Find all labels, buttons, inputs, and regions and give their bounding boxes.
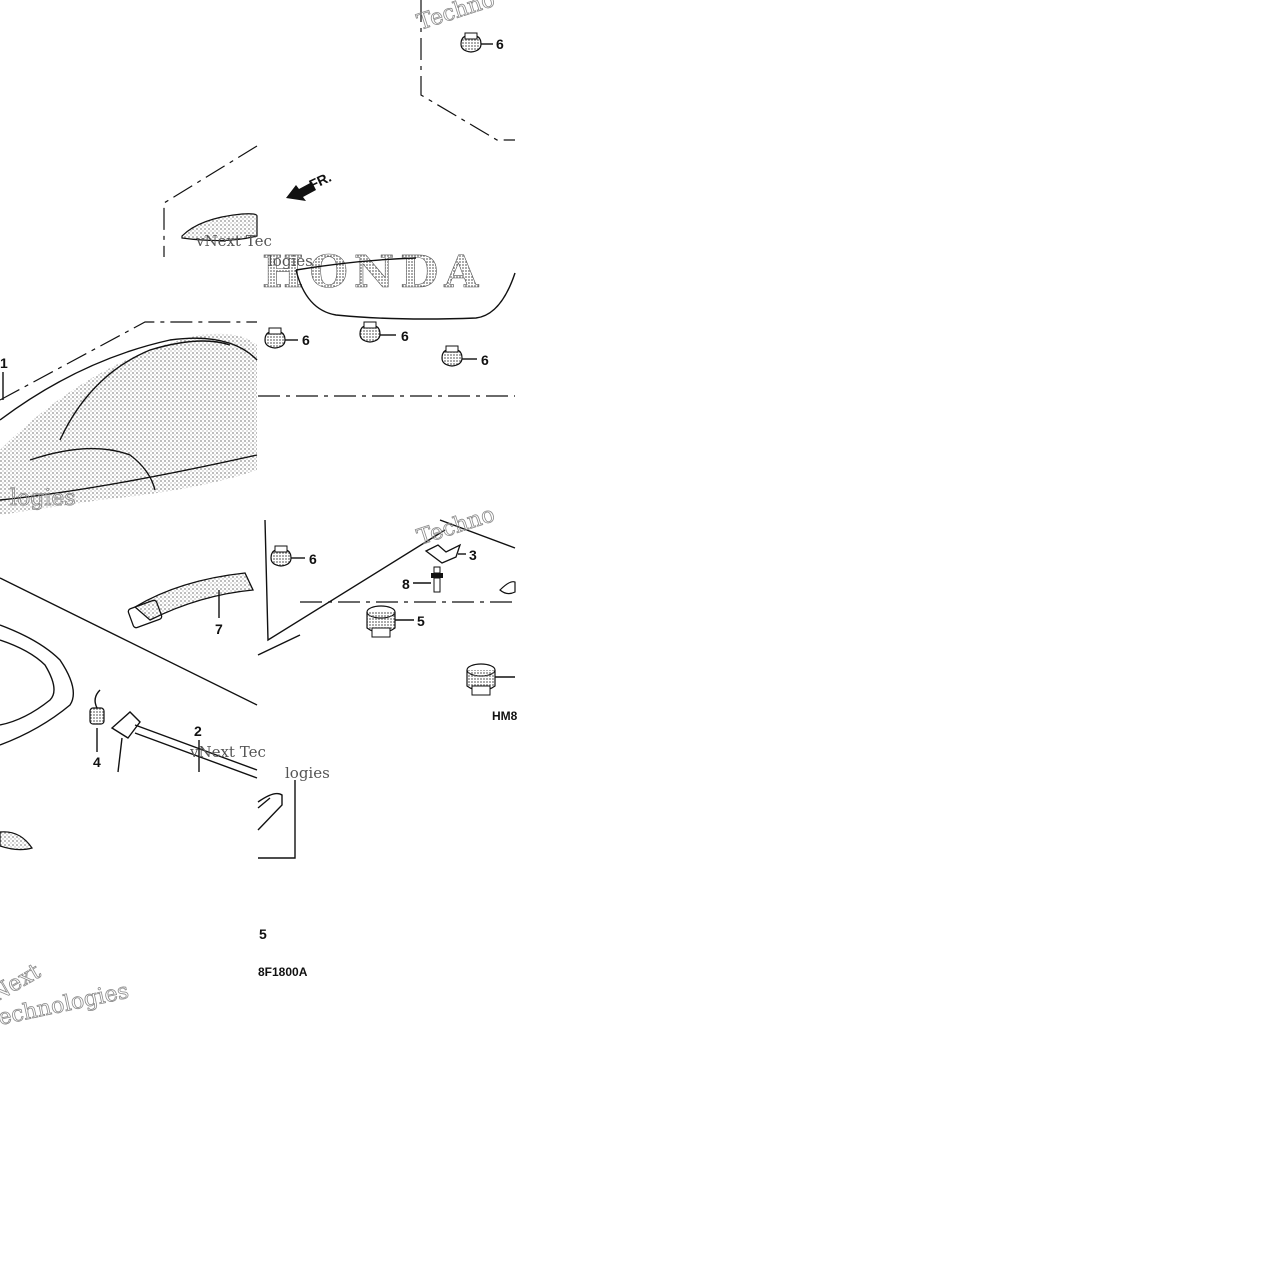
seat-edge [0, 454, 258, 501]
watermark-text: logies [268, 252, 313, 270]
tile-lower-right: Techno 6 3 8 5 [257, 502, 518, 723]
tile-middle-left: 1 logies [0, 321, 258, 515]
callout-7: 7 [215, 621, 223, 637]
callout-6-mid-a: 6 [302, 332, 310, 348]
seat-lock-cable [257, 797, 271, 809]
grab-strap [127, 572, 254, 629]
callout-5-bottom: 5 [259, 926, 267, 942]
callout-5-lower: 5 [417, 613, 425, 629]
callout-6-mid-b: 6 [401, 328, 409, 344]
watermark-text: logies [285, 764, 330, 782]
seat-base-outline [0, 624, 74, 746]
seat-wing-decal [0, 333, 257, 515]
tile-top-right: 6 Techno FR. [286, 0, 515, 201]
frame-outline-left [163, 145, 258, 257]
seat-front-edge [181, 213, 258, 242]
tile-middle-right: HONDA logies 6 6 6 [258, 247, 516, 397]
frame-outline [257, 634, 301, 656]
callout-3: 3 [469, 547, 477, 563]
frame-outline [420, 0, 515, 141]
drawing-code-fragment: HM8 [492, 709, 518, 723]
callout-4: 4 [93, 754, 101, 770]
seat-contour [29, 447, 156, 491]
frame-outline [264, 519, 446, 642]
seat-outline [295, 269, 516, 320]
tile-lower-left: 7 4 2 vNext Tec [0, 572, 266, 779]
tile-seam [258, 0, 259, 1]
seat-outline [0, 337, 258, 421]
callout-1: 1 [0, 355, 8, 371]
watermark-text: Techno [414, 0, 498, 36]
callout-6-lower: 6 [309, 551, 317, 567]
rubber-cushion [270, 545, 292, 567]
callout-6-mid-c: 6 [481, 352, 489, 368]
seat-lock-rod [110, 711, 258, 779]
callout-6-top: 6 [496, 36, 504, 52]
bolt [431, 566, 443, 593]
watermark-text: vNext Tec [189, 743, 266, 761]
seat-contour [59, 340, 231, 441]
tile-bottom-right: logies 5 8F1800A [257, 764, 330, 979]
seat-decal-honda: HONDA [262, 247, 484, 298]
front-direction-arrow: FR. [286, 169, 334, 201]
rubber-cushion [264, 327, 286, 349]
seat-contour [295, 257, 417, 271]
rubber-cushion [460, 32, 482, 53]
seat-bracket [424, 543, 462, 564]
callout-8: 8 [402, 576, 410, 592]
spring-collar [89, 689, 105, 725]
tile-bottom-left: Next echnologies [0, 831, 131, 1031]
seat-base-inner [0, 639, 55, 726]
callout-2: 2 [194, 723, 202, 739]
seat-hook [0, 831, 33, 851]
watermark-text: logies [10, 486, 76, 511]
rubber-grommet [366, 605, 396, 638]
frame-outline [0, 577, 258, 706]
rubber-grommet [466, 663, 496, 696]
rubber-cushion [441, 345, 463, 367]
drawing-code: 8F1800A [258, 965, 308, 979]
frame-outline [439, 519, 516, 549]
rubber-cushion [359, 321, 381, 343]
front-label: FR. [307, 169, 334, 193]
frame-outline [0, 321, 257, 401]
tile-top-left: vNext Tec [163, 145, 272, 257]
watermark-text: vNext Tec [195, 232, 272, 250]
frame-outline [258, 780, 296, 859]
seat-lock-cable [257, 792, 283, 831]
watermark-text: Techno [414, 502, 498, 550]
grommet-edge [499, 581, 516, 595]
